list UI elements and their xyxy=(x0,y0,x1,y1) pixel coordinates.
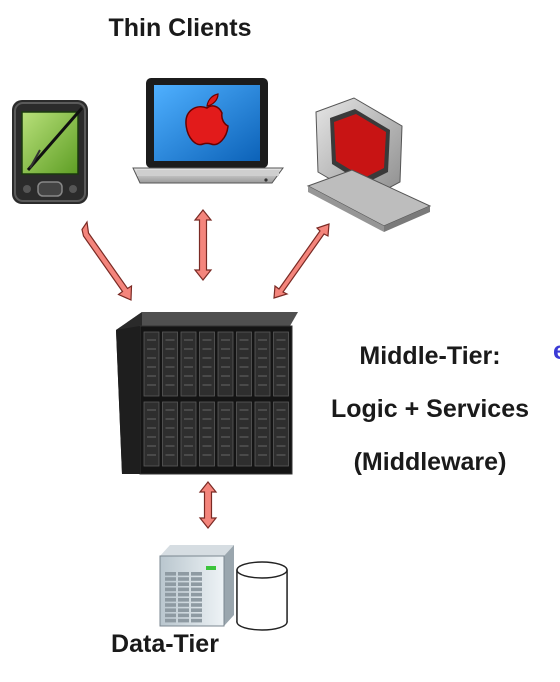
server-blade xyxy=(273,401,289,467)
drive-bay xyxy=(165,587,176,592)
server-blade xyxy=(199,331,215,397)
drive-bay xyxy=(191,592,202,597)
server-blade xyxy=(254,331,271,397)
server-blade xyxy=(199,401,215,467)
drive-bay xyxy=(165,577,176,581)
drive-bay xyxy=(191,598,202,602)
apple-logo-icon xyxy=(185,93,229,146)
cropped-text-fragment: e xyxy=(553,337,560,365)
drive-bay xyxy=(178,598,189,602)
arrow-laptop-to-server xyxy=(193,209,213,281)
drive-bay xyxy=(165,582,176,586)
drive-bay xyxy=(178,608,189,612)
server-blade xyxy=(180,401,197,467)
server-blade xyxy=(236,331,252,397)
middle-tier-line-2: Logic + Services xyxy=(330,395,530,423)
data-tier-label: Data-Tier xyxy=(111,630,219,658)
middle-tier-line-3: (Middleware) xyxy=(353,448,507,476)
drive-bay xyxy=(165,613,176,618)
server-blade xyxy=(143,331,160,397)
server-blade xyxy=(162,331,178,397)
drive-bay xyxy=(165,598,176,602)
drive-bay xyxy=(178,603,189,607)
database-server-icon xyxy=(159,545,288,631)
drive-bay xyxy=(191,587,202,592)
drive-bay xyxy=(165,572,176,576)
arrow-pda-to-server xyxy=(81,220,133,301)
pda-icon xyxy=(12,100,88,204)
drive-bay xyxy=(191,582,202,586)
server-blade xyxy=(236,401,252,467)
drive-bay xyxy=(165,603,176,607)
drive-bay xyxy=(165,608,176,612)
drive-bay xyxy=(178,613,189,618)
drive-bay xyxy=(165,592,176,597)
drive-bay xyxy=(178,592,189,597)
server-blade xyxy=(273,331,289,397)
arrow-pc-to-server xyxy=(273,223,330,299)
server-blade xyxy=(162,401,178,467)
drive-bay xyxy=(191,577,202,581)
arrow-server-to-data xyxy=(198,481,218,529)
server-blade xyxy=(217,331,234,397)
server-blades xyxy=(143,331,289,467)
middle-tier-line-1: Middle-Tier: xyxy=(359,342,501,370)
drive-bay xyxy=(191,618,202,623)
server-blade xyxy=(217,401,234,467)
drive-bay xyxy=(178,618,189,623)
middle-tier-label: Middle-Tier: Logic + Services (Middlewar… xyxy=(300,330,560,489)
laptop-icon xyxy=(132,78,284,184)
drive-bay xyxy=(178,572,189,576)
drive-bay xyxy=(191,603,202,607)
drive-bay xyxy=(178,577,189,581)
thin-clients-label: Thin Clients xyxy=(108,14,252,42)
server-blade xyxy=(143,401,160,467)
server-blade xyxy=(180,331,197,397)
server-blade xyxy=(254,401,271,467)
desktop-pc-icon xyxy=(306,97,432,232)
drive-bay xyxy=(165,618,176,623)
drive-bay xyxy=(178,587,189,592)
drive-bay xyxy=(191,572,202,576)
drive-bay xyxy=(191,608,202,612)
drive-bay xyxy=(178,582,189,586)
blade-server-icon xyxy=(116,312,298,475)
database-drive-bays xyxy=(165,572,202,623)
drive-bay xyxy=(191,613,202,618)
